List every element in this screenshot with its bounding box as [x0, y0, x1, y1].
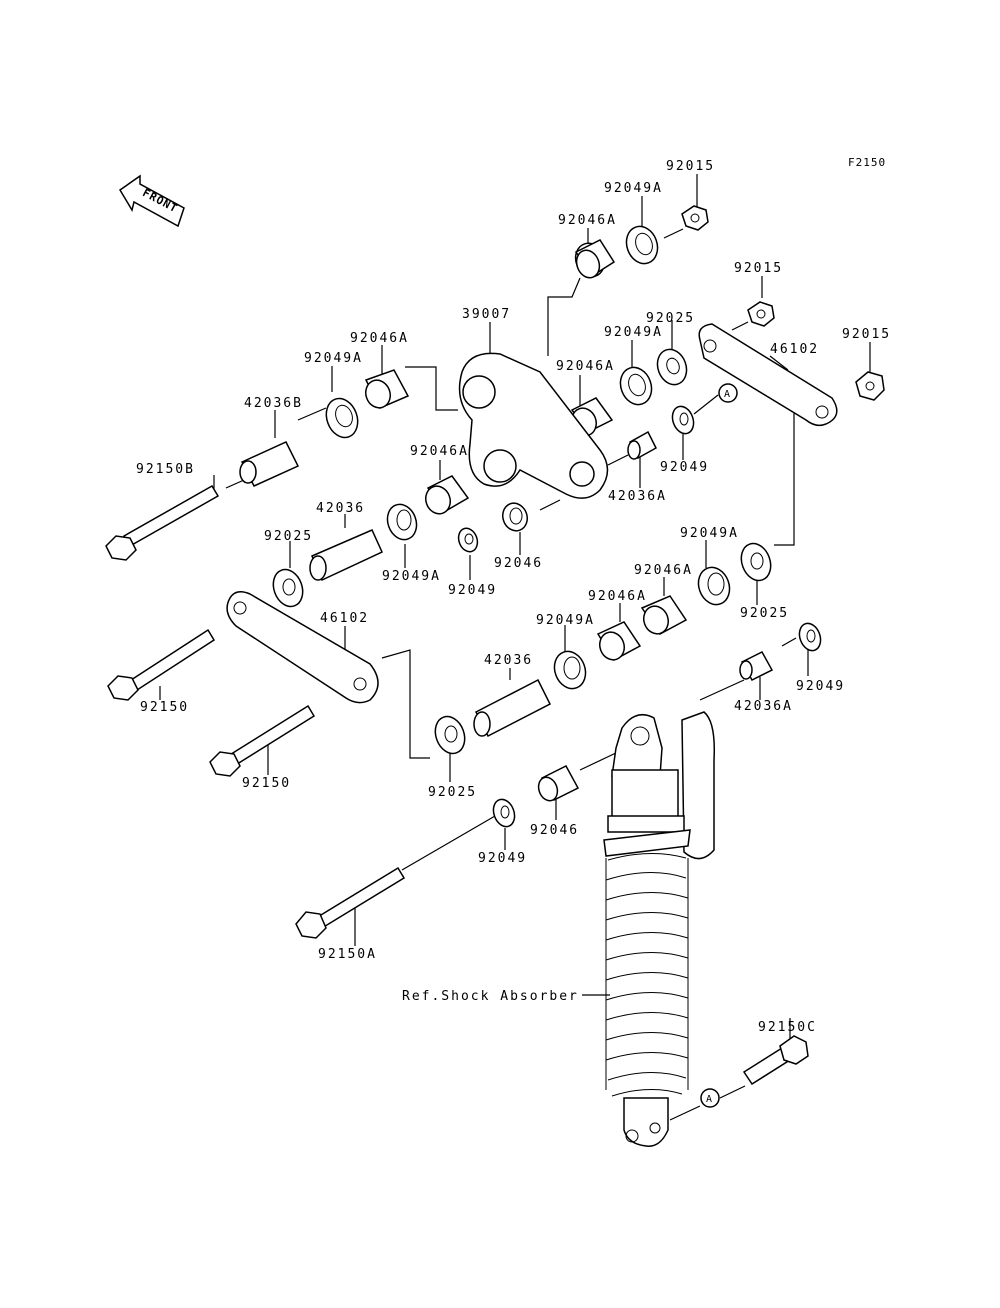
label-92150-upper: 92150 — [140, 700, 189, 715]
nut-92015-mid — [747, 301, 775, 327]
label-92025-left: 92025 — [264, 529, 313, 544]
label-42036A-upper: 42036A — [608, 489, 667, 504]
seal-92049A-lower-left — [386, 503, 418, 541]
label-92015-right: 92015 — [842, 327, 891, 342]
label-39007: 39007 — [462, 307, 511, 322]
label-92049A-lower: 92049A — [536, 613, 595, 628]
label-42036A-lower: 42036A — [734, 699, 793, 714]
washer-92025-left — [272, 568, 304, 608]
label-92046A-center: 92046A — [410, 444, 469, 459]
callout-a-upper: A — [718, 383, 738, 403]
label-92015-mid: 92015 — [734, 261, 783, 276]
collar-42036-left — [309, 529, 383, 582]
label-92049-lower: 92049 — [478, 851, 527, 866]
bearing-92046A-lower2 — [596, 621, 642, 661]
label-42036B: 42036B — [244, 396, 303, 411]
bearing-92046-lower — [537, 765, 580, 802]
seal-92049A-left — [325, 397, 359, 439]
label-92046A-mid: 92046A — [556, 359, 615, 374]
bolt-92150-upper — [107, 628, 216, 701]
seal-92049A-mid — [619, 366, 653, 406]
seal-92049-upper — [671, 405, 695, 435]
label-92049A-left: 92049A — [304, 351, 363, 366]
tie-rod-46102-left — [226, 591, 379, 704]
label-92025-lower: 92025 — [428, 785, 477, 800]
collar-42036A-upper — [627, 430, 657, 460]
bolt-92150A — [295, 866, 406, 939]
part-labels: 92015 92049A 92046A 92015 92025 39007 92… — [136, 159, 891, 1035]
label-92046A-top: 92046A — [558, 213, 617, 228]
leader-lines — [159, 174, 871, 1121]
collar-42036B — [239, 441, 300, 487]
figure-code: F2150 — [848, 156, 886, 169]
seal-92049-right — [798, 622, 822, 652]
label-42036-left: 42036 — [316, 501, 365, 516]
label-92046A-lower: 92046A — [634, 563, 693, 578]
bearing-92046A-center — [424, 475, 470, 515]
nut-92015-top — [681, 205, 709, 231]
svg-text:A: A — [706, 1094, 712, 1105]
front-arrow-icon: FRONT — [118, 174, 185, 228]
label-92049A-top: 92049A — [604, 181, 663, 196]
label-92150A: 92150A — [318, 947, 377, 962]
label-92015-top: 92015 — [666, 159, 715, 174]
label-46102-right: 46102 — [770, 342, 819, 357]
label-92025-top: 92025 — [646, 311, 695, 326]
nut-92015-right — [855, 371, 885, 401]
seal-92049-lower — [492, 798, 516, 828]
label-92049-center: 92049 — [448, 583, 497, 598]
label-ref-shock-absorber: Ref.Shock Absorber — [402, 989, 579, 1004]
label-92049-right: 92049 — [796, 679, 845, 694]
label-92150-lower: 92150 — [242, 776, 291, 791]
callout-a-lower: A — [700, 1088, 720, 1108]
label-92150B: 92150B — [136, 462, 195, 477]
washer-92025-top — [656, 348, 688, 386]
bolt-92150-lower — [209, 704, 316, 777]
link-arm-39007 — [458, 352, 609, 499]
label-92025-right: 92025 — [740, 606, 789, 621]
seal-92049A-top — [625, 225, 659, 265]
bearing-92046A-left — [364, 369, 410, 409]
label-92049A-lower-left: 92049A — [382, 569, 441, 584]
washer-92025-lower — [434, 715, 466, 755]
tie-rod-46102-right — [698, 323, 838, 427]
label-92049A-mid: 92049A — [604, 325, 663, 340]
collar-42036-lower — [473, 678, 552, 738]
label-92046-lower: 92046 — [530, 823, 579, 838]
seal-92049A-lower — [553, 650, 587, 690]
seal-92049-center — [457, 527, 479, 553]
bearing-92046-center — [501, 502, 529, 532]
svg-text:A: A — [724, 389, 730, 400]
bearing-92046A-top — [574, 239, 616, 279]
bolt-92150C — [742, 1035, 809, 1086]
shock-absorber — [603, 711, 716, 1147]
bearing-92046A-lower — [640, 595, 688, 635]
label-92049A-right: 92049A — [680, 526, 739, 541]
label-42036-lower: 42036 — [484, 653, 533, 668]
label-46102-left: 46102 — [320, 611, 369, 626]
label-92046A-left: 92046A — [350, 331, 409, 346]
label-92150C: 92150C — [758, 1020, 817, 1035]
label-92049-upper: 92049 — [660, 460, 709, 475]
label-92046-center: 92046 — [494, 556, 543, 571]
collar-42036A-lower — [739, 651, 774, 681]
label-92046A-lower2: 92046A — [588, 589, 647, 604]
bolt-92150B — [105, 484, 220, 561]
seal-92049A-right — [697, 566, 731, 606]
washer-92025-right — [740, 542, 772, 582]
